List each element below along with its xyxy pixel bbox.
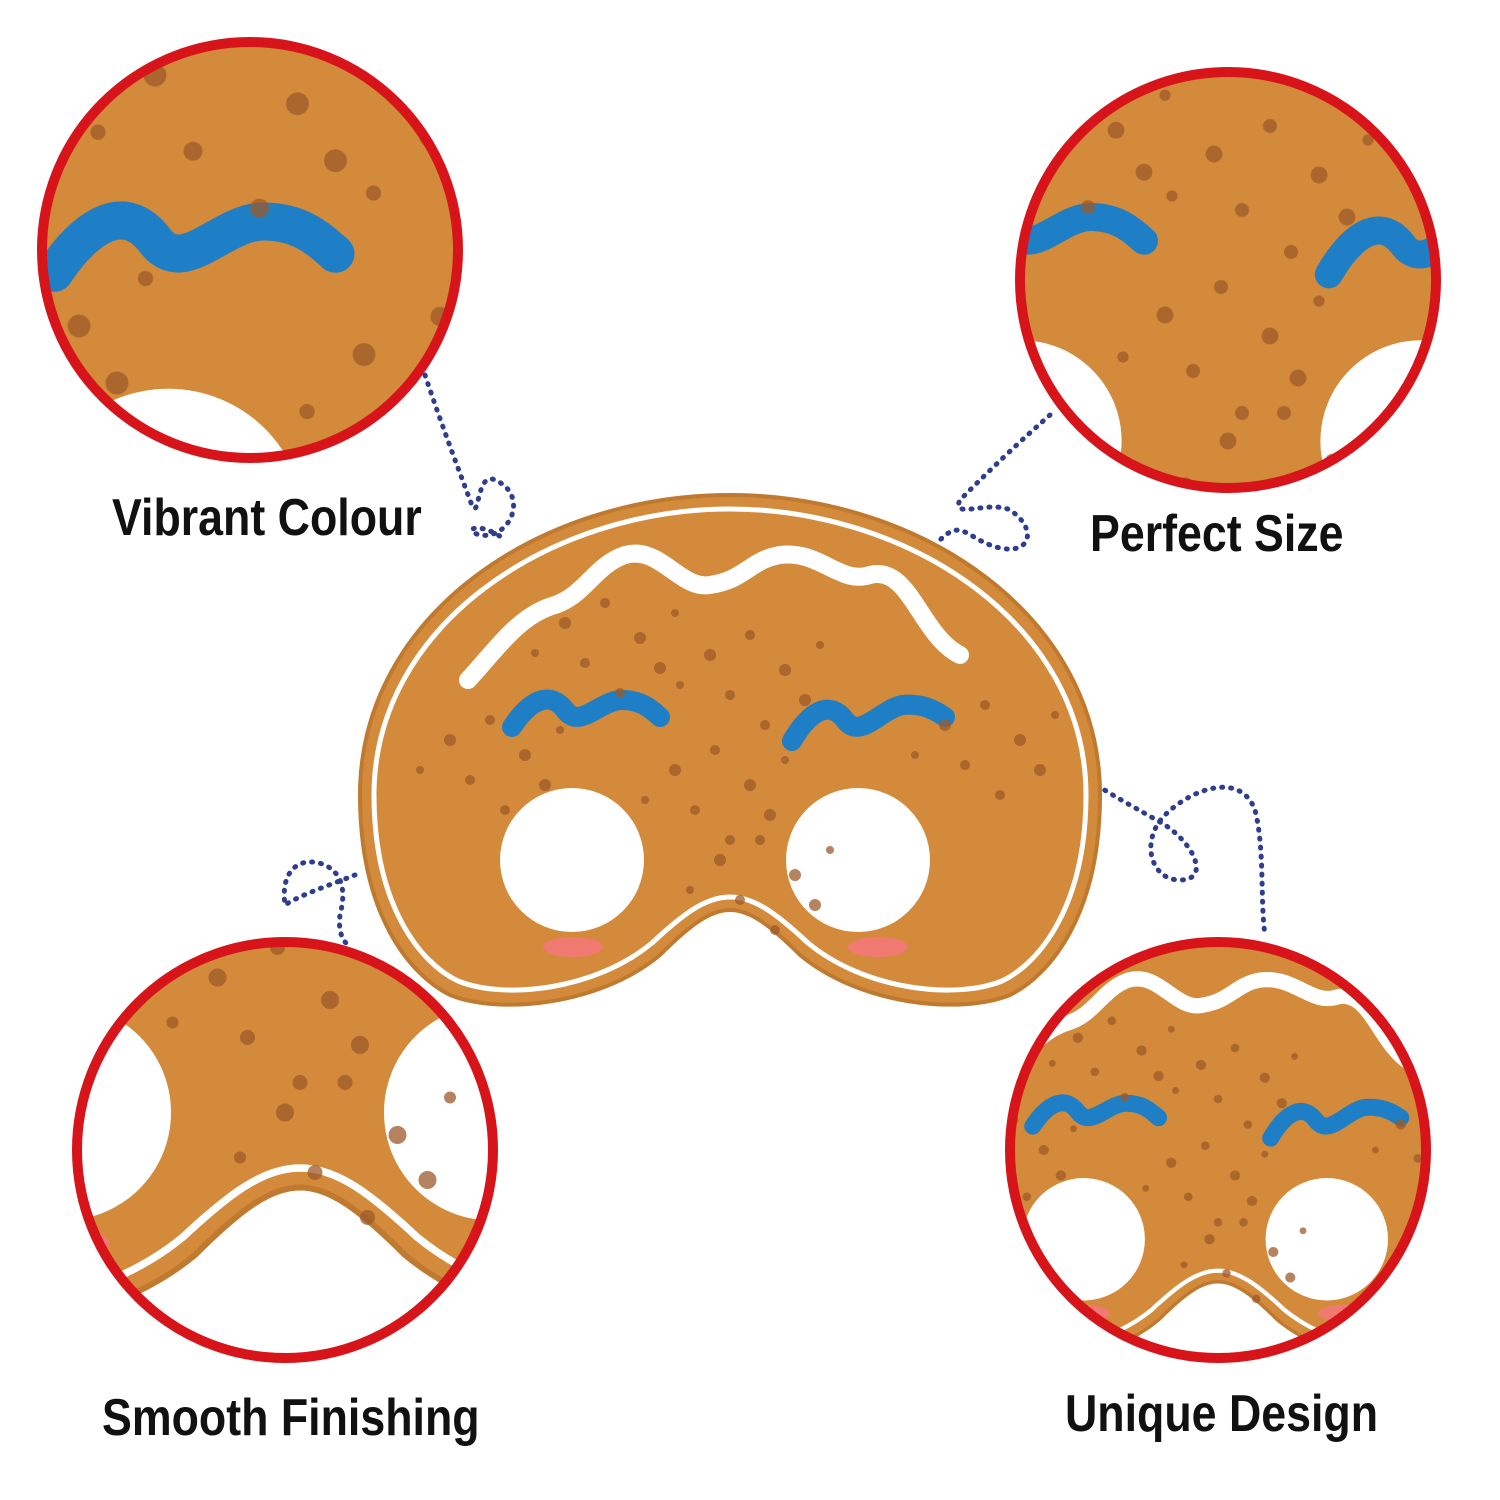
connector-top-left (422, 372, 517, 543)
zoom-circle-vibrant-colour (37, 37, 463, 463)
connector-top-right (937, 412, 1053, 552)
feature-label-vibrant-colour: Vibrant Colour (112, 489, 422, 547)
gingerbread-mask (360, 495, 1100, 1005)
feature-label-perfect-size: Perfect Size (1090, 505, 1344, 563)
feature-label-unique-design: Unique Design (1065, 1385, 1379, 1443)
zoom-circle-smooth-finishing (72, 937, 498, 1363)
connector-bottom-left (281, 859, 358, 948)
connector-bottom-right (1057, 757, 1268, 938)
feature-label-smooth-finishing: Smooth Finishing (102, 1389, 480, 1447)
zoom-circle-perfect-size (1015, 67, 1441, 493)
connector-lines (281, 372, 1268, 948)
zoom-circle-unique-design (1005, 937, 1431, 1363)
